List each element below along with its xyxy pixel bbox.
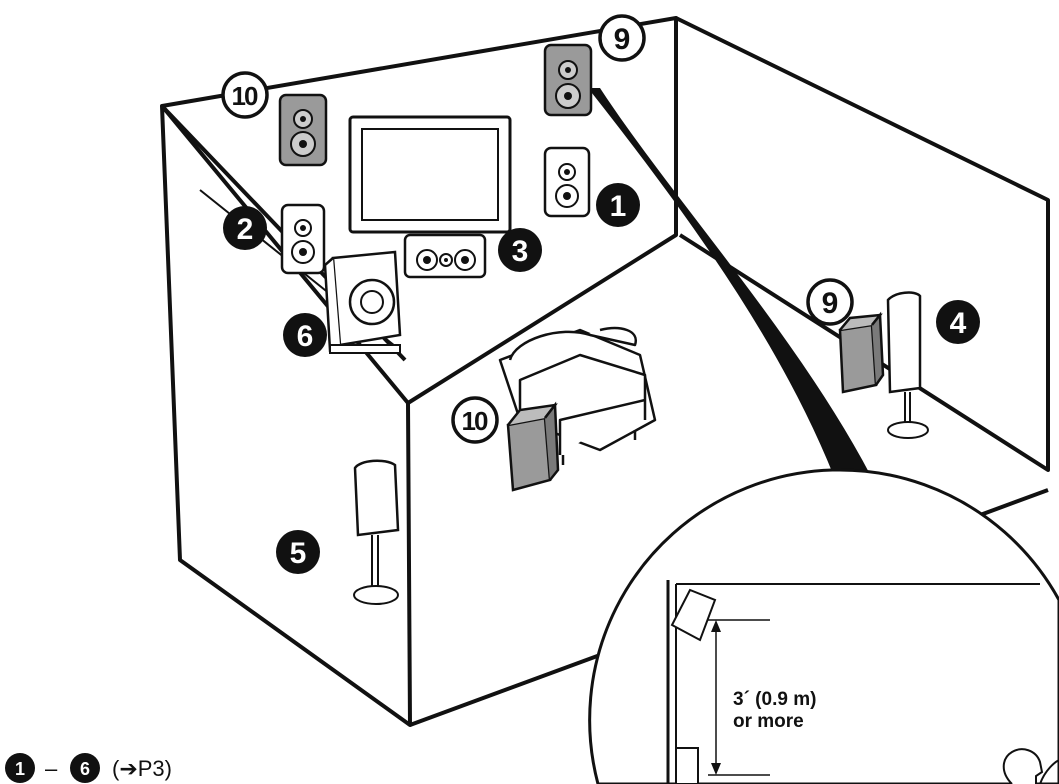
footer-start-label: 1 <box>15 759 25 779</box>
front-right-speaker <box>543 146 591 218</box>
distance-line1: 3´ (0.9 m) <box>733 689 816 710</box>
badge-9-rear: 9 <box>806 278 854 326</box>
badge-1: 1 <box>596 183 640 227</box>
badge-10-rear: 10 <box>451 396 499 444</box>
footer-dash: – <box>45 756 58 781</box>
badge-3: 3 <box>498 228 542 272</box>
badge-5-label: 5 <box>290 537 307 570</box>
front-left-speaker <box>280 203 326 275</box>
height-angle-sweep <box>588 88 890 520</box>
badge-10-front: 10 <box>221 71 269 119</box>
height-left-front-speaker <box>278 93 328 167</box>
center-speaker <box>403 233 487 279</box>
badge-2: 2 <box>223 206 267 250</box>
height-right-rear-speaker <box>838 311 885 394</box>
surround-right-speaker <box>886 291 929 439</box>
badge-3-label: 3 <box>512 235 529 268</box>
surround-left-speaker <box>353 459 400 605</box>
badge-9-front-label: 9 <box>614 23 631 56</box>
badge-9-front: 9 <box>598 14 646 62</box>
tv <box>348 115 512 234</box>
badge-6: 6 <box>283 313 327 357</box>
badge-4: 4 <box>936 300 980 344</box>
badge-10-front-label: 10 <box>232 81 258 111</box>
height-distance-inset: 3´ (0.9 m) or more <box>588 468 1059 784</box>
badge-2-label: 2 <box>237 213 254 246</box>
height-right-front-speaker <box>543 43 593 117</box>
room-right-wall <box>675 16 1050 472</box>
badge-1-label: 1 <box>610 190 627 223</box>
distance-line2: or more <box>733 711 804 732</box>
height-left-rear-speaker <box>506 401 560 492</box>
badge-9-rear-label: 9 <box>822 287 839 320</box>
badge-5: 5 <box>276 530 320 574</box>
listener-head-icon <box>1002 748 1044 784</box>
footer-end-label: 6 <box>80 759 90 779</box>
footer-page-reference: (➔P3) <box>112 756 172 781</box>
room-back-wall-outline <box>161 16 678 405</box>
footer-reference: 1 – 6 (➔P3) <box>5 753 172 783</box>
badge-6-label: 6 <box>297 320 314 353</box>
subwoofer <box>323 250 402 354</box>
badge-10-rear-label: 10 <box>462 406 488 436</box>
badge-4-label: 4 <box>950 307 967 340</box>
